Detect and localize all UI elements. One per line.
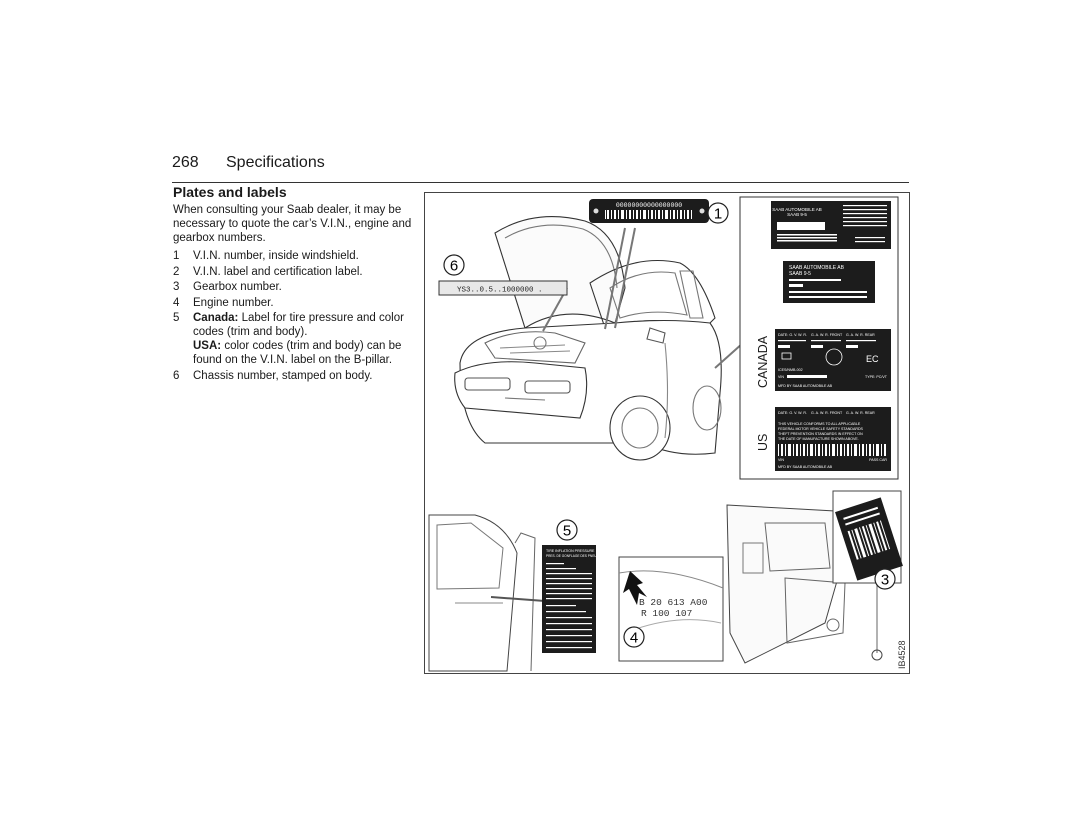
canada-col3: G. A. W. R. REAR [846,333,875,337]
us-line3: THEFT PREVENTION STANDARDS IN EFFECT ON [778,432,863,436]
list-item-text: V.I.N. number, inside windshield. [193,250,359,262]
list-item: 2 V.I.N. label and certification label. [173,265,418,279]
gearbox-label-inset [832,490,903,584]
us-line2: FEDERAL MOTOR VEHICLE SAFETY STANDARDS [778,427,864,431]
us-col2: G. A. W. R. FRONT [811,411,843,415]
list-item-number: 1 [173,250,180,262]
us-line1: THIS VEHICLE CONFORMS TO ALL APPLICABLE [778,422,861,426]
canada-mfg: MFD BY SAAB AUTOMOBILE AB [778,384,833,388]
tire-label: TIRE INFLATION PRESSURE PRES. DE GONFLAG… [542,545,599,653]
us-text: US [756,434,770,451]
leader-lines [542,227,744,369]
callout-6-label: 6 [450,258,458,275]
section-title: Plates and labels [173,184,287,200]
canada-col1: DATE: G. V. W. R. [778,333,807,337]
figure-code: IB4528 [897,640,907,669]
callout-4: 4 [623,626,645,648]
page-title: Specifications [226,154,325,171]
vin-plate-barcode [605,210,692,219]
list-item-bold-usa: USA: [193,340,222,352]
us-vin: VIN [778,458,784,462]
saab-label-model: SAAB 9-5 [789,271,811,277]
tire-label-title: TIRE INFLATION PRESSURE [546,549,595,553]
car-illustration [454,216,722,461]
labels-panel: SAAB AUTOMOBILE AB SAAB 9-5 SAAB AUTOMOB… [739,196,899,480]
plates-figure: 00000000000000000 1 2 6 YS3..0.5..100000… [424,192,910,674]
engine-number-line2: R 100 107 [641,608,692,619]
canada-col2: G. A. W. R. FRONT [811,333,843,337]
top-label-model: SAAB 9-5 [787,212,807,217]
canada-type: TYPE: PC/VT [865,375,888,379]
list-item-text: Label for tire pressure and color codes … [193,312,404,338]
callout-5: 5 [556,519,578,541]
list-item: 3 Gearbox number. [173,280,418,294]
list-item-number: 5 [173,312,180,324]
callout-6: 6 [443,254,465,276]
engine-number-line1: B 20 613 A00 [639,597,708,608]
canada-text: CANADA [756,335,770,388]
chassis-number-text: YS3..0.5..1000000 . [457,287,543,295]
us-col1: DATE: G. V. W. R. [778,411,807,415]
gearbox-illustration [726,504,883,664]
chassis-plate: YS3..0.5..1000000 . [438,280,568,296]
vin-plate-number: 00000000000000000 [616,202,682,209]
canada-vin: VIN [778,375,784,379]
list-item-number: 2 [173,265,180,278]
us-pass: PASS CAR [869,458,887,462]
page-number: 268 [172,154,199,171]
top-label-title: SAAB AUTOMOBILE AB [772,207,821,212]
callout-1-label: 1 [714,206,722,223]
list-item: 5 Canada: Label for tire pressure and col… [173,311,418,367]
list-item-text: color codes (trim and body) can be found… [193,340,402,366]
list-item-text: Engine number. [193,296,274,309]
list-item: 6 Chassis number, stamped on body. [173,369,418,383]
list-item-number: 6 [173,369,180,382]
ec-mark: EC [866,354,879,364]
label-list: 1 V.I.N. number, inside windshield. 2 V.I.… [173,249,418,384]
list-item-number: 3 [173,281,180,293]
us-line4: THE DATE OF MANUFACTURE SHOWN ABOVE. [778,437,859,441]
list-item-text: Chassis number, stamped on body. [193,369,373,382]
page-header: 268 Specifications [172,154,909,183]
vin-plate: 00000000000000000 [589,199,709,223]
callout-5-label: 5 [563,523,571,540]
callout-3: 3 [874,568,896,590]
list-item-text: Gearbox number. [193,281,282,293]
list-item-number: 4 [173,296,180,309]
tire-label-sub: PRES. DE GONFLAGE DES PNEUS [546,554,599,558]
saab-label-title: SAAB AUTOMOBILE AB [789,265,845,271]
list-item-bold-canada: Canada: [193,312,239,324]
callout-3-label: 3 [881,572,889,589]
canada-code: ICES/NMB-002 [778,368,803,372]
callout-1: 1 [707,202,729,224]
door-illustration [428,514,546,672]
us-mfg: MFD BY SAAB AUTOMOBILE AB [778,465,833,469]
intro-paragraph: When consulting your Saab dealer, it may… [173,204,412,244]
us-col3: G. A. W. R. REAR [846,411,875,415]
list-item-text: V.I.N. label and certification label. [193,265,363,278]
us-barcode [778,444,886,456]
list-item: 1 V.I.N. number, inside windshield. [173,249,418,263]
list-item: 4 Engine number. [173,296,418,310]
callout-4-label: 4 [630,630,638,647]
